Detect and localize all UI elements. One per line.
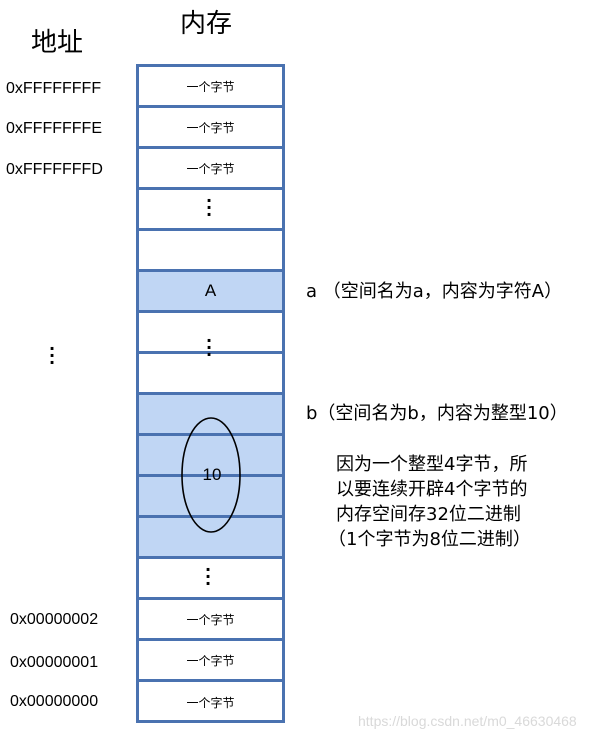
explanation-line: 因为一个整型4字节，所 — [336, 454, 528, 475]
address-label: 0xFFFFFFFF — [6, 80, 102, 97]
explanation-line: （1个字节为8位二进制） — [328, 529, 531, 550]
explanation-line: 以要连续开辟4个字节的 — [336, 479, 528, 500]
char-value: A — [204, 281, 217, 300]
address-label: 0x00000001 — [10, 654, 99, 671]
memory-ellipsis-icon: ··· — [205, 191, 213, 224]
cell-label: 一个字节 — [186, 653, 235, 668]
address-label: 0xFFFFFFFE — [6, 120, 102, 137]
var-b-annotation: b（空间名为b，内容为整型10） — [306, 403, 568, 424]
var-a-annotation: a （空间名为a，内容为字符A） — [306, 281, 563, 302]
watermark: https://blog.csdn.net/m0_46630468 — [358, 713, 577, 729]
address-ellipsis-icon: ··· — [48, 339, 56, 372]
memory-cell-byte: 一个字节 — [139, 641, 282, 682]
memory-cell-byte: 一个字节 — [139, 149, 282, 190]
memory-cell-var-b-byte — [139, 436, 282, 477]
memory-cell-empty — [139, 231, 282, 272]
memory-cell-var-b-byte — [139, 395, 282, 436]
memory-column-header: 内存 — [180, 9, 233, 39]
address-label: 0x00000000 — [10, 693, 99, 710]
cell-label: 一个字节 — [186, 120, 235, 135]
memory-cell-ellipsis — [139, 190, 282, 231]
memory-cell-var-a: A — [139, 272, 282, 313]
memory-column: 一个字节 一个字节 一个字节 A 一个字节 一个字节 一个字节 — [136, 64, 285, 723]
explanation-line: 内存空间存32位二进制 — [336, 504, 521, 525]
address-label: 0xFFFFFFFD — [6, 161, 103, 178]
memory-cell-ellipsis — [139, 559, 282, 600]
cell-label: 一个字节 — [186, 79, 235, 94]
memory-cell-byte: 一个字节 — [139, 108, 282, 149]
memory-cell-var-b-byte — [139, 518, 282, 559]
memory-cell-byte: 一个字节 — [139, 67, 282, 108]
memory-ellipsis-icon: ··· — [205, 331, 213, 364]
memory-cell-byte: 一个字节 — [139, 600, 282, 641]
memory-cell-byte: 一个字节 — [139, 682, 282, 723]
memory-cell-empty — [139, 313, 282, 354]
int-value: 10 — [202, 465, 222, 484]
memory-ellipsis-icon: ··· — [204, 560, 212, 593]
memory-cell-empty — [139, 354, 282, 395]
cell-label: 一个字节 — [186, 161, 235, 176]
cell-label: 一个字节 — [186, 612, 235, 627]
address-column-header: 地址 — [31, 28, 84, 58]
address-label: 0x00000002 — [10, 611, 99, 628]
explanation-text: 因为一个整型4字节，所 以要连续开辟4个字节的 内存空间存32位二进制 （1个字… — [328, 452, 531, 552]
cell-label: 一个字节 — [186, 696, 235, 710]
memory-cell-var-b-byte — [139, 477, 282, 518]
int-value-ellipse-icon — [181, 417, 241, 533]
